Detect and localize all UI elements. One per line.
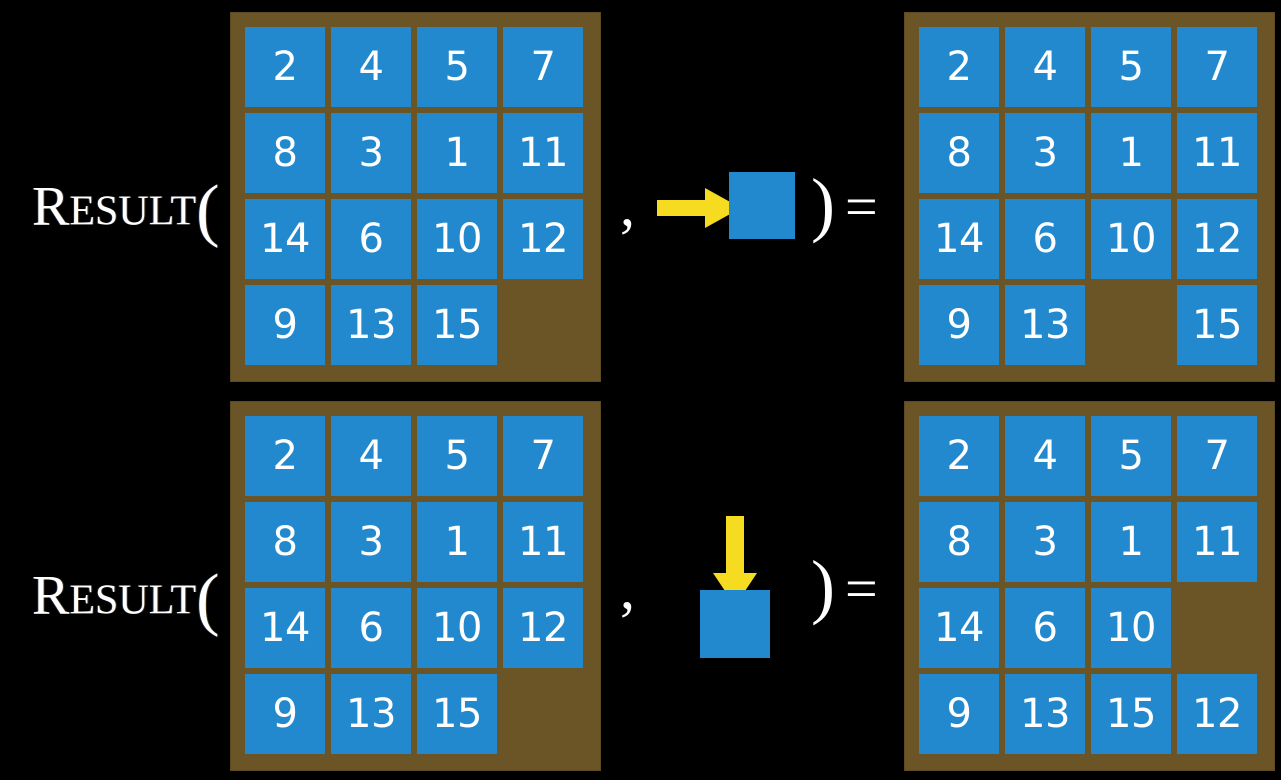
tile[interactable]: 6 [331,588,411,668]
empty-slot[interactable] [1091,285,1171,365]
tile[interactable]: 1 [417,502,497,582]
tile[interactable]: 13 [1005,674,1085,754]
tile[interactable]: 11 [1177,502,1257,582]
input-board-row2: 2 4 5 7 8 3 1 11 14 6 10 12 9 13 15 [231,402,600,770]
tile[interactable]: 12 [503,199,583,279]
tile[interactable]: 12 [503,588,583,668]
tile[interactable]: 1 [1091,113,1171,193]
tile[interactable]: 8 [919,113,999,193]
tile[interactable]: 6 [1005,588,1085,668]
input-grid-row1: 2 4 5 7 8 3 1 11 14 6 10 12 9 13 15 [245,27,583,367]
arrow-right-icon-row1 [657,188,741,228]
tile[interactable]: 3 [1005,113,1085,193]
operand-tile-row1[interactable] [729,172,795,239]
result-initial-row2: R [32,564,70,627]
tile[interactable]: 11 [503,113,583,193]
tile[interactable]: 2 [245,416,325,496]
tile[interactable]: 13 [331,285,411,365]
close-paren-row1: ) [811,164,835,244]
tile[interactable]: 14 [245,588,325,668]
tile[interactable]: 10 [417,588,497,668]
tile[interactable]: 11 [503,502,583,582]
tile[interactable]: 15 [1091,674,1171,754]
tile[interactable]: 1 [1091,502,1171,582]
tile[interactable]: 8 [919,502,999,582]
empty-slot[interactable] [1177,588,1257,668]
arrow-down-icon-row2 [713,516,757,606]
tile[interactable]: 10 [417,199,497,279]
tile[interactable]: 2 [919,416,999,496]
tile[interactable]: 5 [417,27,497,107]
equals-row1: = [845,174,878,239]
tile[interactable]: 1 [417,113,497,193]
empty-slot[interactable] [503,674,583,754]
empty-slot[interactable] [503,285,583,365]
tile[interactable]: 5 [1091,27,1171,107]
result-open-paren-row1: ( [196,172,220,249]
output-board-row2: 2 4 5 7 8 3 1 11 14 6 10 9 13 15 12 [905,402,1274,770]
tile[interactable]: 3 [1005,502,1085,582]
result-label-row1: RESULT( [32,176,219,246]
tile[interactable]: 9 [919,674,999,754]
output-grid-row2: 2 4 5 7 8 3 1 11 14 6 10 9 13 15 12 [919,416,1257,756]
tile[interactable]: 3 [331,502,411,582]
input-board-row1: 2 4 5 7 8 3 1 11 14 6 10 12 9 13 15 [231,13,600,381]
tile[interactable]: 3 [331,113,411,193]
result-rest-row2: ESULT [69,577,197,624]
tile[interactable]: 14 [919,199,999,279]
tile[interactable]: 13 [1005,285,1085,365]
tile[interactable]: 7 [503,416,583,496]
tile[interactable]: 4 [331,27,411,107]
tile[interactable]: 15 [417,285,497,365]
tile[interactable]: 7 [503,27,583,107]
tile[interactable]: 11 [1177,113,1257,193]
tile[interactable]: 9 [245,285,325,365]
close-paren-row2: ) [811,546,835,626]
tile[interactable]: 8 [245,113,325,193]
tile[interactable]: 8 [245,502,325,582]
tile[interactable]: 10 [1091,588,1171,668]
tile[interactable]: 9 [919,285,999,365]
tile[interactable]: 15 [417,674,497,754]
equals-row2: = [845,556,878,621]
tile[interactable]: 12 [1177,674,1257,754]
tile[interactable]: 5 [1091,416,1171,496]
operand-tile-row2[interactable] [700,590,770,658]
output-grid-row1: 2 4 5 7 8 3 1 11 14 6 10 12 9 13 15 [919,27,1257,367]
tile[interactable]: 10 [1091,199,1171,279]
result-label-row2: RESULT( [32,565,219,635]
tile[interactable]: 6 [1005,199,1085,279]
result-open-paren-row2: ( [196,561,220,638]
tile[interactable]: 12 [1177,199,1257,279]
tile[interactable]: 13 [331,674,411,754]
tile[interactable]: 2 [245,27,325,107]
tile[interactable]: 4 [331,416,411,496]
input-grid-row2: 2 4 5 7 8 3 1 11 14 6 10 12 9 13 15 [245,416,583,756]
tile[interactable]: 14 [245,199,325,279]
tile[interactable]: 2 [919,27,999,107]
result-initial-row1: R [32,175,70,238]
tile[interactable]: 7 [1177,416,1257,496]
tile[interactable]: 4 [1005,27,1085,107]
comma-row2: , [620,555,635,621]
tile[interactable]: 7 [1177,27,1257,107]
comma-row1: , [620,172,635,238]
result-rest-row1: ESULT [69,188,197,235]
tile[interactable]: 14 [919,588,999,668]
tile[interactable]: 5 [417,416,497,496]
tile[interactable]: 4 [1005,416,1085,496]
tile[interactable]: 9 [245,674,325,754]
output-board-row1: 2 4 5 7 8 3 1 11 14 6 10 12 9 13 15 [905,13,1274,381]
tile[interactable]: 15 [1177,285,1257,365]
tile[interactable]: 6 [331,199,411,279]
